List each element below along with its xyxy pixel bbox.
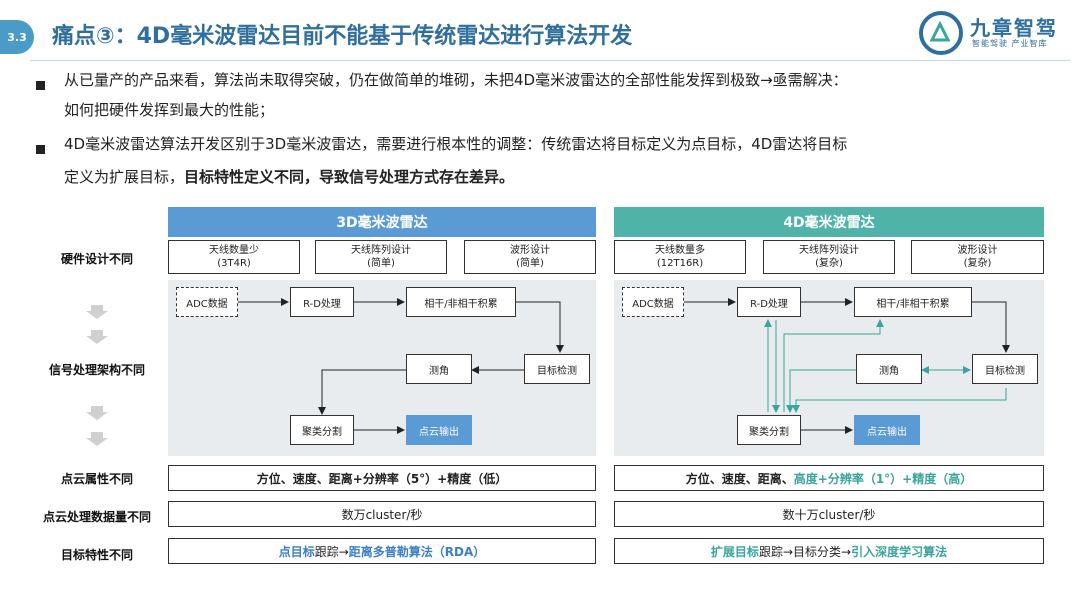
- row-label-target: 目标特性不同: [60, 548, 133, 562]
- target-3d: 点目标跟踪→距离多普勒算法（RDA）: [168, 538, 596, 564]
- hw-line-2: (简单): [516, 258, 544, 269]
- row-label-signal: 信号处理架构不同: [48, 363, 145, 377]
- flow-4d-adc: ADC数据: [622, 287, 684, 317]
- column-header-4d: 4D毫米波雷达: [614, 207, 1044, 237]
- point-attr-3d: 方位、速度、距离+分辨率（5°）+精度（低）: [168, 465, 596, 491]
- flow-4d-detect: 目标检测: [972, 354, 1038, 384]
- bullet-marker-1: [36, 75, 45, 94]
- data-amount-4d: 数十万cluster/秒: [614, 501, 1044, 527]
- target-4d: 扩展目标跟踪→目标分类→引入深度学习算法: [614, 538, 1044, 564]
- hw-line-1: 波形设计: [510, 245, 550, 256]
- down-arrow-icon: [86, 406, 108, 420]
- hw-line-1: 天线数量多: [655, 245, 705, 256]
- flow-4d-rd: R-D处理: [737, 287, 801, 317]
- target-3d-b: 跟踪→: [314, 544, 349, 559]
- bullet-2-line-2: 定义为扩展目标，目标特性定义不同，导致信号处理方式存在差异。: [64, 163, 514, 191]
- data-amount-3d: 数万cluster/秒: [168, 501, 596, 527]
- section-number: 3.3: [0, 20, 34, 54]
- bullet-2-line-1: 4D毫米波雷达算法开发区别于3D毫米波雷达，需要进行根本性的调整：传统雷达将目标…: [64, 135, 848, 153]
- target-3d-c: 距离多普勒算法（RDA）: [348, 544, 486, 559]
- hw-line-1: 波形设计: [957, 245, 998, 256]
- flow-3d-rd: R-D处理: [290, 287, 354, 317]
- hw-line-1: 天线阵列设计: [799, 245, 859, 256]
- hw-line-2: (3T4R): [217, 258, 251, 269]
- target-3d-a: 点目标: [278, 544, 315, 559]
- hw-line-2: (复杂): [963, 258, 992, 269]
- hw-line-1: 天线数量少: [209, 245, 259, 256]
- hw-line-2: (复杂): [815, 258, 843, 269]
- flow-3d-coherent: 相干/非相干积累: [406, 287, 516, 317]
- page-title: 痛点③：4D毫米波雷达目前不能基于传统雷达进行算法开发: [52, 24, 633, 49]
- flow-3d-cluster: 聚类分割: [290, 415, 354, 445]
- flow-4d-cluster: 聚类分割: [737, 415, 801, 445]
- target-4d-c: 引入深度学习算法: [851, 544, 948, 559]
- row-label-data-amount: 点云处理数据量不同: [42, 510, 151, 524]
- flow-3d-output: 点云输出: [406, 415, 472, 445]
- flow-3d-detect: 目标检测: [524, 354, 590, 384]
- point-attr-4d-plain: 方位、速度、距离、: [685, 471, 794, 486]
- hardware-4d-antenna-count: 天线数量多 (12T16R): [614, 240, 746, 274]
- down-arrow-icon: [86, 330, 108, 344]
- down-arrow-icon: [86, 305, 108, 319]
- bullet-2-plain: 定义为扩展目标，: [64, 168, 185, 186]
- column-header-3d: 3D毫米波雷达: [168, 207, 596, 237]
- hardware-4d-antenna-array: 天线阵列设计 (复杂): [763, 240, 895, 274]
- point-attr-4d-teal: 高度+分辨率（1°）+精度（高）: [793, 471, 973, 486]
- hardware-3d-antenna-array: 天线阵列设计 (简单): [315, 240, 447, 274]
- flow-3d-angle: 测角: [406, 354, 472, 384]
- bullet-marker-2: [36, 139, 45, 158]
- logo-icon: [919, 11, 963, 55]
- hardware-4d-waveform: 波形设计 (复杂): [911, 240, 1044, 274]
- flow-4d-angle: 测角: [856, 354, 922, 384]
- hw-line-2: (简单): [367, 258, 395, 269]
- hw-line-2: (12T16R): [656, 258, 704, 269]
- target-4d-a: 扩展目标: [710, 544, 759, 559]
- header-divider: [30, 60, 1070, 61]
- logo-name: 九章智驾: [970, 16, 1058, 40]
- target-4d-b: 跟踪→目标分类→: [758, 544, 852, 559]
- hw-line-1: 天线阵列设计: [351, 245, 411, 256]
- row-label-hardware: 硬件设计不同: [60, 252, 133, 266]
- down-arrow-icon: [86, 432, 108, 446]
- hardware-3d-antenna-count: 天线数量少 (3T4R): [168, 240, 300, 274]
- row-label-point-attr: 点云属性不同: [60, 472, 133, 486]
- flow-4d-output: 点云输出: [854, 415, 920, 445]
- flow-3d-adc: ADC数据: [176, 287, 238, 317]
- bullet-1-line-2: 如何把硬件发挥到最大的性能；: [64, 101, 275, 119]
- hardware-3d-waveform: 波形设计 (简单): [464, 240, 596, 274]
- point-attr-4d: 方位、速度、距离、高度+分辨率（1°）+精度（高）: [614, 465, 1044, 491]
- logo-subtitle: 智能驾驶 产业智库: [972, 39, 1048, 48]
- bullet-1-line-1: 从已量产的产品来看，算法尚未取得突破，仍在做简单的堆砌，未把4D毫米波雷达的全部…: [64, 71, 848, 89]
- bullet-2-bold: 目标特性定义不同，导致信号处理方式存在差异。: [184, 168, 515, 186]
- flow-4d-coherent: 相干/非相干积累: [854, 287, 972, 317]
